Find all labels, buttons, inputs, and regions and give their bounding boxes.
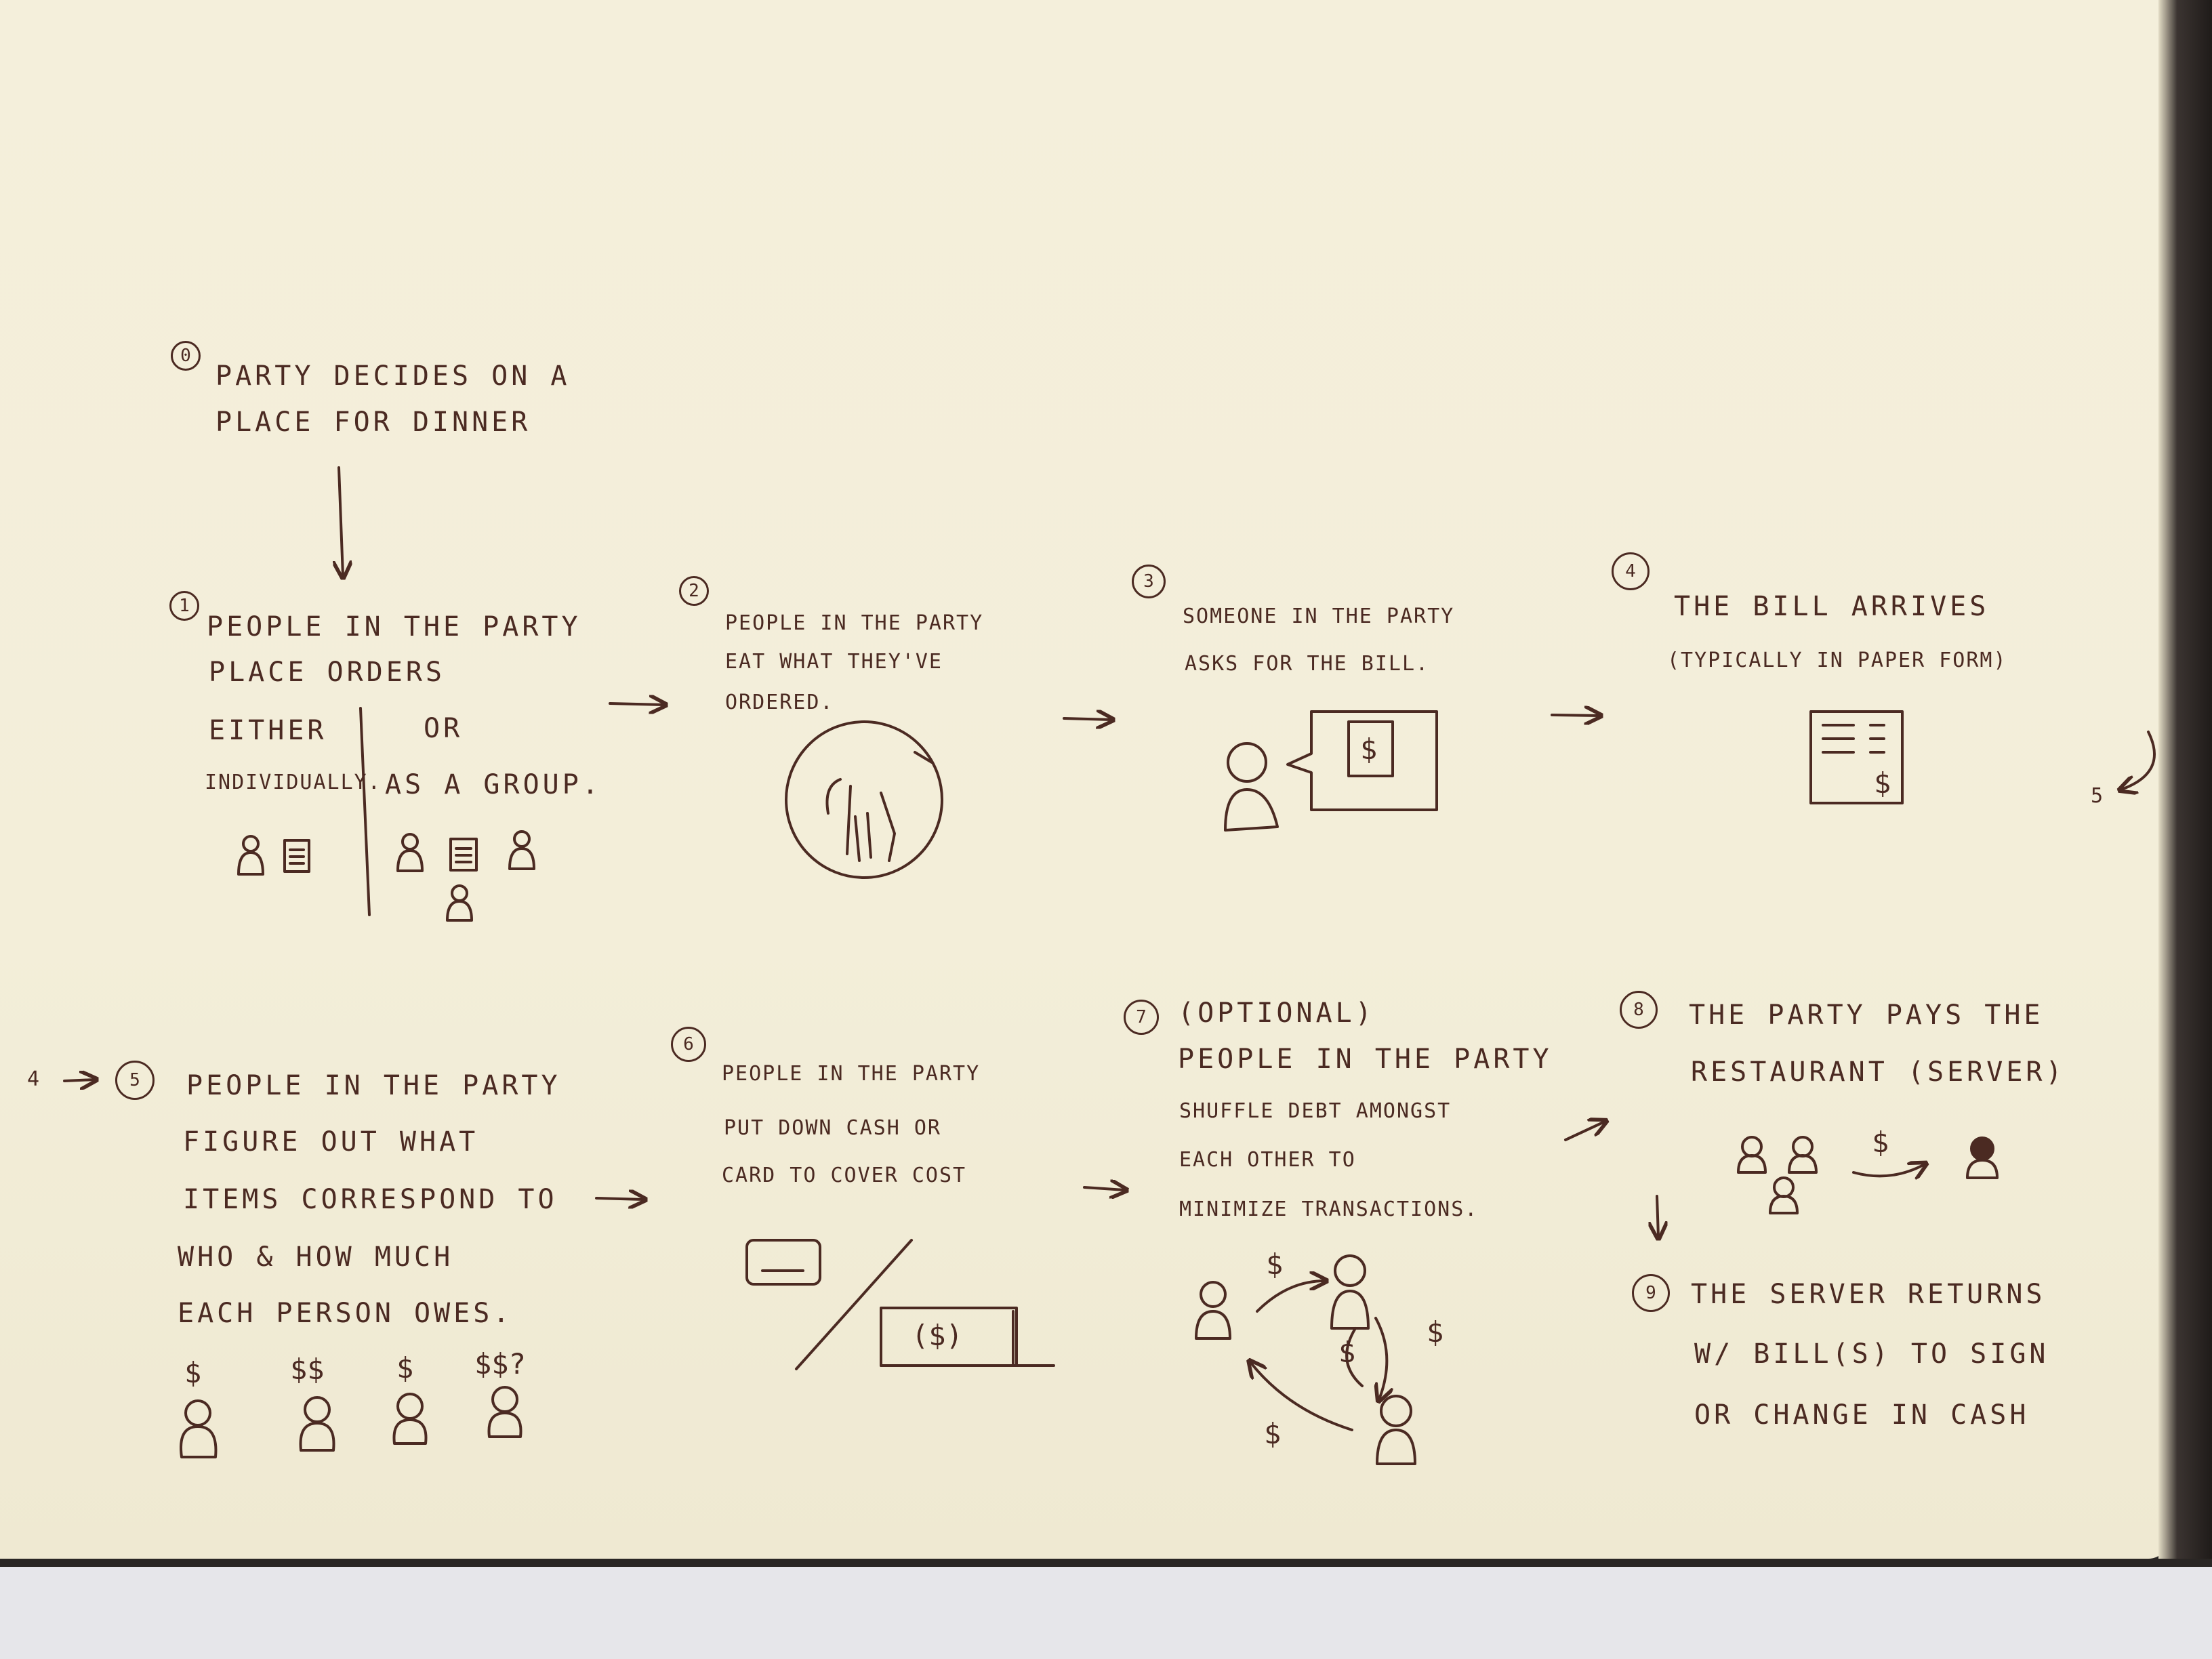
step-7-line-4: EACH OTHER TO	[1179, 1148, 1356, 1172]
step-4-number: 4	[1612, 552, 1650, 590]
step-4-line-2: (TYPICALLY IN PAPER FORM)	[1667, 649, 2007, 672]
debt-label-2: $	[1338, 1336, 1356, 1369]
cash-dollar-label: ($)	[912, 1319, 963, 1352]
step-6-line-3: CARD TO COVER COST	[722, 1164, 967, 1187]
step-1-number: 1	[169, 591, 199, 621]
card-or-cash-slash	[795, 1239, 913, 1370]
step-0-line-1: PARTY DECIDES ON A	[216, 361, 571, 392]
cash-bill-icon	[880, 1307, 1055, 1367]
order-choice-or: OR	[424, 713, 464, 744]
order-choice-individually: INDIVIDUALLY.	[205, 771, 382, 794]
step-2-line-3: ORDERED.	[725, 691, 834, 714]
people-owing-icons	[180, 1386, 523, 1458]
person-asking-icon	[1224, 742, 1279, 832]
step-3-line-1: SOMEONE IN THE PARTY	[1183, 605, 1455, 628]
from-step-4-marker: 4	[27, 1067, 41, 1091]
order-choice-divider	[359, 707, 371, 916]
arrow-step6-to-step7	[1083, 1187, 1125, 1190]
step-6-line-2: PUT DOWN CASH OR	[724, 1116, 941, 1140]
step-8-line-1: THE PARTY PAYS THE	[1689, 1000, 2044, 1031]
step-5-line-2: FIGURE OUT WHAT	[183, 1126, 479, 1158]
step-1-line-2: PLACE ORDERS	[209, 657, 445, 688]
step-6-line-1: PEOPLE IN THE PARTY	[722, 1062, 981, 1086]
step-5-number: 5	[115, 1061, 155, 1100]
arrow-step8-to-step9	[1657, 1195, 1658, 1237]
plate-with-utensils-icon	[785, 720, 943, 879]
arrow-step2-to-step3	[1063, 718, 1111, 720]
step-5-line-5: EACH PERSON OWES.	[178, 1298, 513, 1329]
step-2-line-1: PEOPLE IN THE PARTY	[725, 611, 984, 635]
speech-bubble-bill-icon	[1286, 710, 1438, 811]
debt-label-1: $	[1266, 1248, 1284, 1281]
step-7-line-5: MINIMIZE TRANSACTIONS.	[1179, 1197, 1479, 1221]
step-4-line-1: THE BILL ARRIVES	[1674, 591, 1990, 622]
arrow-into-step5	[63, 1080, 95, 1081]
arrow-step5-to-step6	[595, 1198, 644, 1200]
owes-label-2: $$	[290, 1353, 325, 1386]
step-2-number: 2	[679, 576, 709, 606]
speech-bubble-dollar: $	[1360, 733, 1378, 766]
debt-label-3: $	[1427, 1315, 1444, 1349]
order-choice-either: EITHER	[209, 715, 327, 746]
debt-label-4: $	[1264, 1417, 1282, 1450]
step-7-line-1: (OPTIONAL)	[1178, 998, 1375, 1029]
owes-label-4: $$?	[474, 1347, 526, 1380]
party-pays-server-icon	[1737, 1136, 1999, 1214]
bedsheet-background	[0, 1559, 2212, 1659]
step-2-line-2: EAT WHAT THEY'VE	[725, 650, 943, 674]
order-choice-as-a-group: AS A GROUP.	[385, 769, 602, 800]
step-5-line-3: ITEMS CORRESPOND TO	[183, 1184, 558, 1215]
step-9-line-2: W/ BILL(S) TO SIGN	[1694, 1338, 2049, 1370]
step-1-line-1: PEOPLE IN THE PARTY	[207, 611, 581, 642]
owes-label-1: $	[184, 1356, 202, 1389]
arrow-step4-curl	[2121, 731, 2156, 790]
arrow-step1-to-step2	[609, 703, 664, 705]
arrow-step0-to-step1	[339, 466, 343, 576]
paper-bill-icon	[1809, 710, 1904, 804]
individual-orders-icon	[237, 835, 310, 876]
step-7-line-2: PEOPLE IN THE PARTY	[1178, 1044, 1553, 1075]
arrow-step7-to-step8	[1564, 1122, 1605, 1141]
to-step-5-marker: 5	[2091, 784, 2105, 808]
step-9-line-1: THE SERVER RETURNS	[1691, 1279, 2046, 1310]
step-8-line-2: RESTAURANT (SERVER)	[1691, 1057, 2066, 1088]
step-8-number: 8	[1620, 991, 1658, 1029]
step-3-line-2: ASKS FOR THE BILL.	[1185, 652, 1430, 676]
credit-card-icon	[745, 1239, 821, 1286]
step-5-line-4: WHO & HOW MUCH	[178, 1242, 454, 1273]
step-0-number: 0	[171, 341, 201, 371]
step-3-number: 3	[1132, 565, 1166, 598]
step-7-number: 7	[1124, 1000, 1159, 1035]
arrow-step3-to-step4	[1551, 715, 1599, 716]
step-7-line-3: SHUFFLE DEBT AMONGST	[1179, 1099, 1452, 1123]
step-9-line-3: OR CHANGE IN CASH	[1694, 1399, 2030, 1431]
owes-label-3: $	[396, 1351, 414, 1385]
payment-dollar-label: $	[1872, 1126, 1889, 1159]
group-orders-icon	[396, 830, 535, 922]
notebook-page	[0, 0, 2169, 1559]
debt-shuffle-diagram	[1195, 1254, 1416, 1465]
paper-bill-dollar: $	[1874, 766, 1891, 800]
notebook-cover-edge	[2158, 0, 2212, 1559]
step-0-line-2: PLACE FOR DINNER	[216, 407, 531, 438]
step-6-number: 6	[671, 1027, 706, 1062]
step-9-number: 9	[1632, 1274, 1670, 1312]
step-5-line-1: PEOPLE IN THE PARTY	[186, 1070, 561, 1101]
